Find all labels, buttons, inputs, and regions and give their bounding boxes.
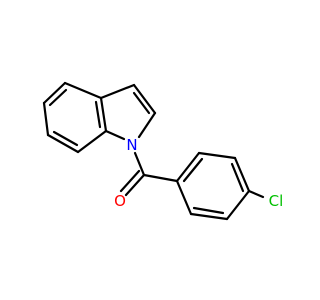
bond-c2-n1 bbox=[137, 111, 157, 139]
bond-ph5-ph6-inner bbox=[192, 206, 225, 215]
bond-c6-c7 bbox=[46, 133, 80, 154]
bond-c3-c2-inner bbox=[132, 91, 151, 115]
bond-carbonyl-oxygen bbox=[124, 173, 146, 197]
oxygen-atom-label: O bbox=[114, 192, 126, 210]
bond-c3a-c3 bbox=[99, 83, 136, 100]
nitrogen-atom-label: N bbox=[126, 136, 137, 154]
bond-c4-c5-inner bbox=[48, 88, 68, 107]
bond-ph3-ph4-inner bbox=[230, 162, 245, 193]
structure-diagram: N O Cl bbox=[42, 81, 283, 221]
bond-c3-c2 bbox=[132, 83, 157, 115]
bond-n1-carbonyl bbox=[133, 151, 146, 177]
bond-c4-c5 bbox=[42, 81, 67, 105]
atom-label-layer: N O Cl bbox=[114, 136, 283, 210]
bond-ph1-ph2-inner bbox=[182, 157, 204, 183]
bond-c6-c7-inner bbox=[52, 130, 79, 147]
bond-c5-c6 bbox=[42, 101, 50, 137]
bond-ph5-ph6 bbox=[189, 212, 229, 221]
bond-ph1-ph2 bbox=[175, 151, 201, 183]
bond-ph4-chlorine bbox=[247, 189, 265, 199]
molecule-canvas: N O Cl bbox=[42, 81, 283, 221]
bond-c7a-c3a bbox=[99, 96, 108, 133]
bond-layer bbox=[42, 81, 265, 221]
bond-n1-c7a bbox=[104, 129, 126, 141]
bond-ph6-ph1 bbox=[175, 179, 193, 216]
bond-ph4-ph5 bbox=[225, 189, 251, 221]
bond-c3a-c4 bbox=[63, 81, 103, 100]
bond-c7a-c3a-inner bbox=[94, 100, 102, 129]
bond-carbonyl-oxygen-second bbox=[119, 169, 141, 193]
bond-c7-c7a bbox=[76, 129, 108, 154]
bond-carbonyl-phenyl bbox=[142, 173, 179, 183]
bond-ph2-ph3 bbox=[197, 151, 237, 160]
bond-ph3-ph4 bbox=[233, 156, 251, 193]
chlorine-atom-label: Cl bbox=[269, 192, 284, 210]
